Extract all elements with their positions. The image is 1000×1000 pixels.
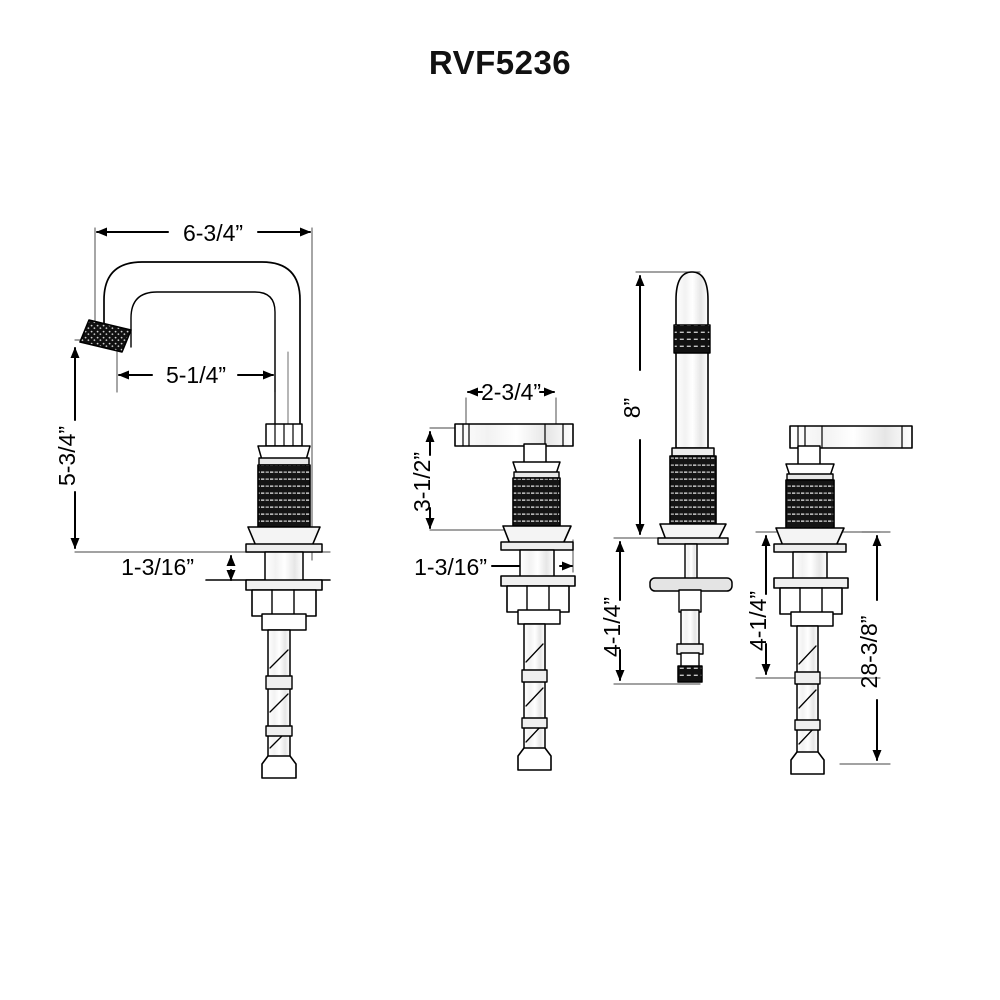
dim-label-spout-deck-thickness: 1-3/16” <box>121 554 194 580</box>
dim-label-handle-deck-thickness: 1-3/16” <box>414 554 487 580</box>
spout-aerator <box>79 319 132 353</box>
dim-label-spout-height: 5-3/4” <box>54 426 80 486</box>
handle-lever <box>454 423 574 465</box>
page-title: RVF5236 <box>428 44 572 81</box>
spout-view-geometry <box>70 227 331 779</box>
dim-label-supply-hose-length: 28-3/8” <box>856 616 882 689</box>
handle-lever-right <box>789 425 913 467</box>
dim-label-spout-reach: 5-1/4” <box>166 362 226 388</box>
dimension-labels: 6-3/4” 5-1/4” 5-3/4” 1-3/16” 2-3/4” 3-1/… <box>54 220 882 688</box>
dim-label-handle-lever-length: 2-3/4” <box>481 379 541 405</box>
dim-label-handle-height: 3-1/2” <box>409 452 435 512</box>
pop-up-view-geometry <box>613 271 733 685</box>
handle-right-view-geometry <box>755 425 913 775</box>
dim-label-spout-overall-width: 6-3/4” <box>183 220 243 246</box>
dim-label-popup-below-deck: 4-1/4” <box>599 597 625 657</box>
dim-label-popup-height: 8” <box>619 398 645 418</box>
handle-left-view-geometry <box>425 387 576 771</box>
dim-label-handle-right-below-deck: 4-1/4” <box>745 591 771 651</box>
